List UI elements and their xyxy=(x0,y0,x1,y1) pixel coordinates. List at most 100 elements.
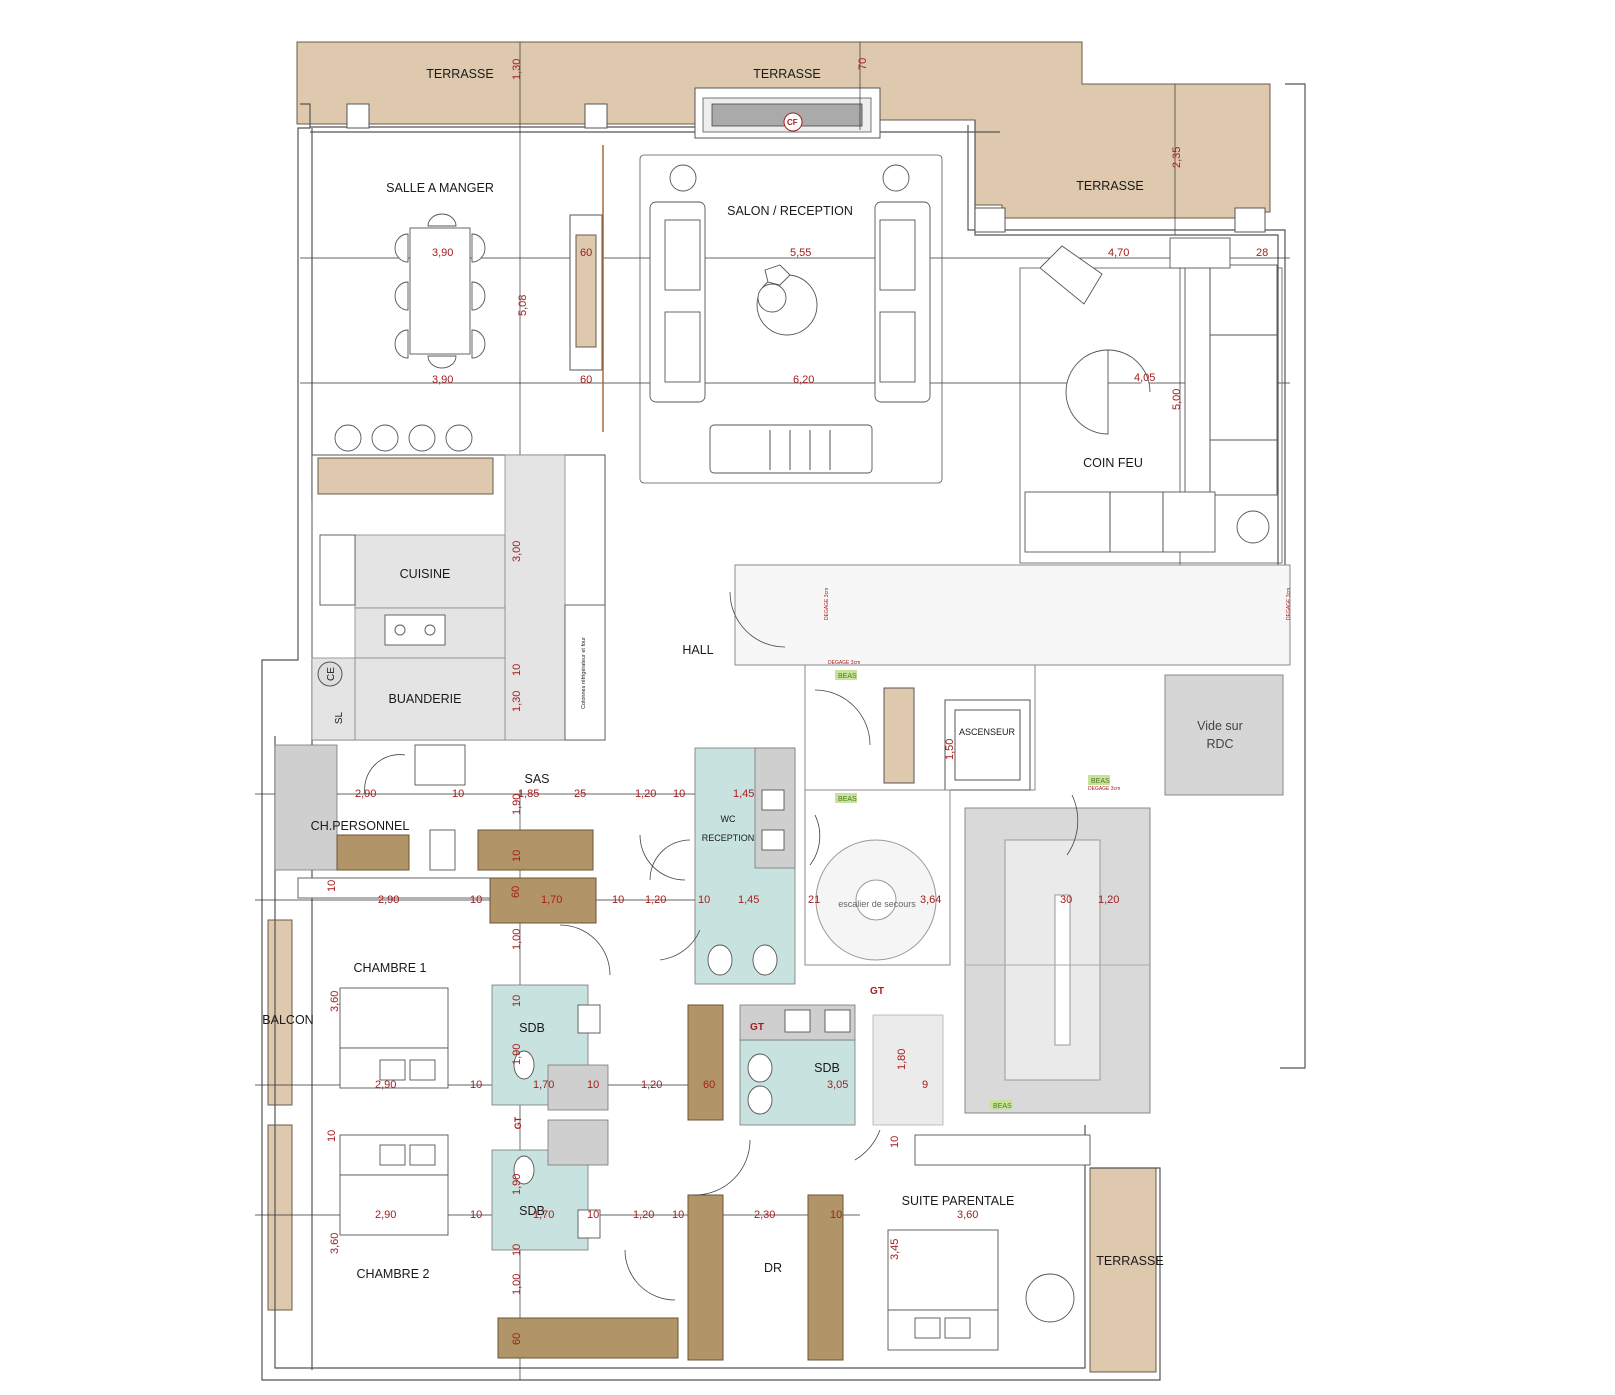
dim-label: 10 xyxy=(672,1209,684,1221)
dim-label: 1,20 xyxy=(633,1209,654,1221)
frigo-label: Colonnes réfrigérateur et four xyxy=(581,637,587,709)
dim-label: 10 xyxy=(511,664,523,676)
sl-label: SL xyxy=(334,711,345,724)
dim-label: 1,70 xyxy=(533,1209,554,1221)
chambre-1-label: CHAMBRE 1 xyxy=(354,961,427,975)
stair-lift-area xyxy=(734,564,1291,1114)
pillars xyxy=(346,103,1266,233)
dim-label: 70 xyxy=(857,58,869,70)
degage-tag-2: DEGAGE 3cm xyxy=(1088,786,1120,792)
dim-label: 9 xyxy=(922,1079,928,1091)
dim-label: 1,20 xyxy=(635,788,656,800)
hall-label: HALL xyxy=(682,643,713,657)
dim-label: 5,00 xyxy=(1171,389,1183,410)
room-labels: TERRASSE TERRASSE TERRASSE TERRASSE SALL… xyxy=(262,67,1243,1281)
terraces-top xyxy=(267,41,1271,1373)
suite-label: SUITE PARENTALE xyxy=(902,1194,1015,1208)
dim-label: 1,20 xyxy=(1098,894,1119,906)
dim-label: 10 xyxy=(612,894,624,906)
dim-label: 60 xyxy=(580,374,592,386)
dim-label: 1,45 xyxy=(733,788,754,800)
dim-label: 10 xyxy=(470,894,482,906)
buanderie-label: BUANDERIE xyxy=(389,692,462,706)
dim-label: 3,60 xyxy=(329,991,341,1012)
dim-label: 10 xyxy=(326,1130,338,1142)
dim-label: 10 xyxy=(587,1209,599,1221)
dim-label: 10 xyxy=(511,850,523,862)
dining-area xyxy=(334,145,604,452)
balcon-label: BALCON xyxy=(262,1013,313,1027)
cuisine-label: CUISINE xyxy=(400,567,451,581)
coin-feu-area xyxy=(1019,237,1283,564)
ascenseur-label: ASCENSEUR xyxy=(959,727,1016,737)
sdb-2-label: SDB xyxy=(519,1204,545,1218)
dim-label: 10 xyxy=(673,788,685,800)
dim-label: 10 xyxy=(587,1079,599,1091)
gt-label-3: GT xyxy=(513,1116,523,1129)
beas-tag-3: BEAS xyxy=(1091,778,1110,785)
dim-label: 3,60 xyxy=(957,1209,978,1221)
dim-label: 3,90 xyxy=(432,247,453,259)
fireplace: CF xyxy=(694,87,881,139)
dim-label: 60 xyxy=(703,1079,715,1091)
terrasse-label-4: TERRASSE xyxy=(1096,1254,1163,1268)
dim-label: 1,85 xyxy=(518,788,539,800)
dim-label: 2,35 xyxy=(1171,147,1183,168)
dim-label: 25 xyxy=(574,788,586,800)
escalier-label: escalier de secours xyxy=(838,899,916,909)
dim-label: 1,00 xyxy=(511,929,523,950)
dim-label: 4,05 xyxy=(1134,372,1155,384)
dimension-labels: 1,30 70 2,35 3,90 5,08 3,90 60 60 5,55 6… xyxy=(326,58,1268,1345)
equipment-tags: BEAS BEAS BEAS BEAS DEGAGE 3cm DEGAGE 3c… xyxy=(824,588,1292,1110)
dim-label: 1,20 xyxy=(641,1079,662,1091)
dim-label: 5,55 xyxy=(790,247,811,259)
bedrooms xyxy=(339,984,844,1361)
dim-label: 3,45 xyxy=(889,1239,901,1260)
terrasse-label-2: TERRASSE xyxy=(753,67,820,81)
dim-label: 10 xyxy=(452,788,464,800)
doors xyxy=(364,591,1079,1301)
suite-area xyxy=(739,1004,1091,1351)
dim-label: 1,70 xyxy=(541,894,562,906)
coin-feu-label: COIN FEU xyxy=(1083,456,1143,470)
dim-label: 4,70 xyxy=(1108,247,1129,259)
dim-label: 2,30 xyxy=(754,1209,775,1221)
dim-label: 60 xyxy=(580,247,592,259)
dim-label: 3,90 xyxy=(432,374,453,386)
salon-area xyxy=(639,154,943,484)
degage-tag-4: DEGAGE 3cm xyxy=(1286,588,1292,620)
dim-label: 1,70 xyxy=(533,1079,554,1091)
degage-tag-1: DEGAGE 3cm xyxy=(828,660,860,666)
salle-a-manger-label: SALLE A MANGER xyxy=(386,181,494,195)
dim-label: 10 xyxy=(470,1209,482,1221)
dim-label: 10 xyxy=(511,1244,523,1256)
gt-label-1: GT xyxy=(870,986,884,997)
kitchen-area: CE SL Colonnes réfrigérateur et four xyxy=(311,454,606,741)
dim-label: 1,50 xyxy=(944,739,956,760)
dim-label: 1,30 xyxy=(511,691,523,712)
ch-personnel-label: CH.PERSONNEL xyxy=(311,819,410,833)
degage-tag-3: DEGAGE 3cm xyxy=(824,588,830,620)
ce-label: CE xyxy=(326,667,337,681)
wc-label: WC xyxy=(721,814,736,824)
dim-label: 2,90 xyxy=(378,894,399,906)
dim-label: 10 xyxy=(830,1209,842,1221)
dim-label: 3,00 xyxy=(511,541,523,562)
dim-label: 1,30 xyxy=(511,59,523,80)
dim-label: 6,20 xyxy=(793,374,814,386)
dim-label: 28 xyxy=(1256,247,1268,259)
dim-label: 1,90 xyxy=(511,1044,523,1065)
dim-label: 1,80 xyxy=(896,1049,908,1070)
dr-label: DR xyxy=(764,1261,782,1275)
terrasse-label-3: TERRASSE xyxy=(1076,179,1143,193)
dim-label: 10 xyxy=(698,894,710,906)
dim-label: 2,90 xyxy=(375,1079,396,1091)
beas-tag-4: BEAS xyxy=(993,1103,1012,1110)
wc-reception xyxy=(694,747,796,985)
dim-label: 5,08 xyxy=(517,295,529,316)
dim-label: 1,20 xyxy=(645,894,666,906)
dim-label: 10 xyxy=(470,1079,482,1091)
dim-label: 60 xyxy=(511,1333,523,1345)
dim-label: 30 xyxy=(1060,894,1072,906)
